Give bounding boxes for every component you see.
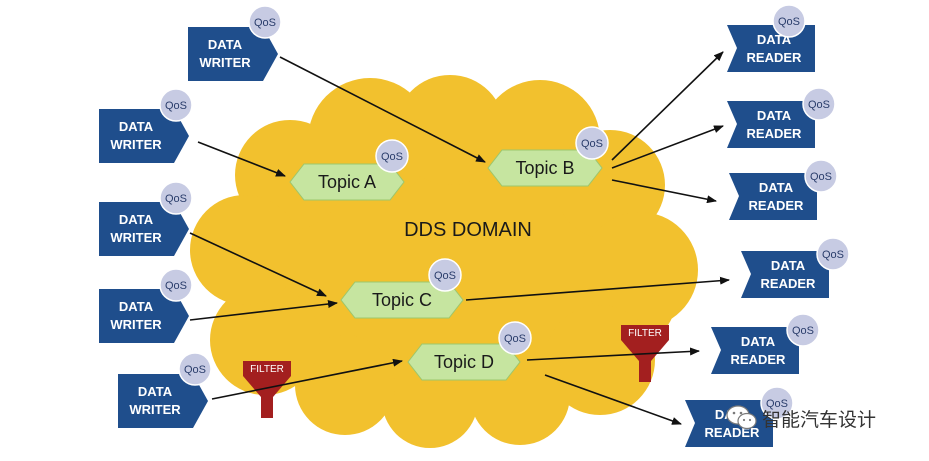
qos-label: QoS — [766, 398, 788, 410]
writer-label-line2: WRITER — [110, 230, 162, 245]
writer-label-line1: DATA — [138, 384, 173, 399]
qos-badge — [760, 386, 794, 420]
qos-badge — [248, 5, 282, 39]
qos-label: QoS — [810, 171, 832, 183]
arrow-topic-b-reader3 — [611, 179, 717, 204]
filter-funnel-right: FILTER — [621, 325, 669, 382]
data-writer-4: DATA WRITER QoS — [99, 268, 193, 343]
qos-badge — [498, 321, 532, 355]
topic-label: Topic D — [434, 352, 494, 372]
data-reader-2: DATA READER QoS — [727, 87, 836, 148]
data-writer-2: DATA WRITER QoS — [99, 88, 193, 163]
topic-b: Topic B QoS — [487, 126, 609, 187]
arrow-topic-d-reader6 — [544, 374, 682, 425]
data-writer-1: DATA WRITER QoS — [188, 5, 282, 81]
topic-label: Topic B — [515, 158, 574, 178]
qos-badge — [428, 258, 462, 292]
domain-label: DDS DOMAIN — [404, 219, 532, 241]
qos-badge — [178, 352, 212, 386]
arrow-topic-c-reader4 — [465, 276, 730, 301]
qos-label: QoS — [822, 249, 844, 261]
writer-label-line2: WRITER — [199, 55, 251, 70]
qos-label: QoS — [434, 270, 456, 282]
qos-badge — [375, 139, 409, 173]
qos-badge — [804, 159, 838, 193]
topic-a: Topic A QoS — [289, 139, 409, 201]
qos-badge — [159, 88, 193, 122]
qos-label: QoS — [808, 99, 830, 111]
arrow-writer3-topic-c — [189, 232, 327, 297]
qos-label: QoS — [581, 138, 603, 150]
reader-label-line1: DATA — [741, 334, 776, 349]
arrow-writer1-topic-b — [279, 56, 486, 163]
reader-label-line2: READER — [731, 352, 787, 367]
reader-label-line2: READER — [749, 198, 805, 213]
qos-label: QoS — [792, 325, 814, 337]
writer-label-line1: DATA — [208, 37, 243, 52]
qos-badge — [159, 268, 193, 302]
reader-label-line2: READER — [761, 276, 817, 291]
reader-label-line1: DATA — [771, 258, 806, 273]
watermark: 智能汽车设计 — [726, 404, 876, 432]
writer-label-line2: WRITER — [129, 402, 181, 417]
filter-funnel-left: FILTER — [243, 361, 291, 418]
watermark-text: 智能汽车设计 — [762, 408, 877, 431]
writer-label-line2: WRITER — [110, 317, 162, 332]
topic-c: Topic C QoS — [340, 258, 464, 319]
data-reader-5: DATA READER QoS — [711, 313, 820, 374]
arrow-writer2-topic-a — [197, 141, 286, 177]
qos-label: QoS — [165, 100, 187, 112]
data-writer-5: DATA WRITER QoS — [118, 352, 212, 428]
data-reader-3: DATA READER QoS — [729, 159, 838, 220]
filter-label: FILTER — [628, 328, 662, 339]
arrow-topic-b-reader1 — [611, 51, 724, 161]
arrow-topic-d-reader5 — [526, 347, 700, 361]
qos-badge — [575, 126, 609, 160]
arrow-topic-b-reader2 — [611, 125, 724, 169]
qos-label: QoS — [165, 193, 187, 205]
qos-label: QoS — [381, 151, 403, 163]
qos-badge — [772, 4, 806, 38]
data-reader-1: DATA READER QoS — [727, 4, 815, 72]
data-reader-4: DATA READER QoS — [741, 237, 850, 298]
writer-label-line1: DATA — [119, 119, 154, 134]
writer-label-line1: DATA — [119, 299, 154, 314]
filter-label: FILTER — [250, 364, 284, 375]
qos-badge — [816, 237, 850, 271]
topic-label: Topic C — [372, 290, 432, 310]
topic-d: Topic D QoS — [407, 321, 532, 381]
reader-label-line2: READER — [747, 126, 803, 141]
qos-label: QoS — [184, 364, 206, 376]
writer-label-line2: WRITER — [110, 137, 162, 152]
qos-label: QoS — [504, 333, 526, 345]
qos-label: QoS — [778, 16, 800, 28]
qos-badge — [786, 313, 820, 347]
qos-label: QoS — [165, 280, 187, 292]
arrow-writer5-topic-d — [211, 358, 403, 400]
reader-label-line1: DATA — [759, 180, 794, 195]
data-writer-3: DATA WRITER QoS — [99, 181, 193, 256]
reader-label-line1: DATA — [757, 108, 792, 123]
qos-badge — [159, 181, 193, 215]
topic-label: Topic A — [318, 172, 376, 192]
qos-badge — [802, 87, 836, 121]
arrow-writer4-topic-c — [189, 300, 338, 321]
qos-label: QoS — [254, 17, 276, 29]
writer-label-line1: DATA — [119, 212, 154, 227]
reader-label-line2: READER — [747, 50, 803, 65]
wechat-logo-icon — [726, 405, 757, 430]
